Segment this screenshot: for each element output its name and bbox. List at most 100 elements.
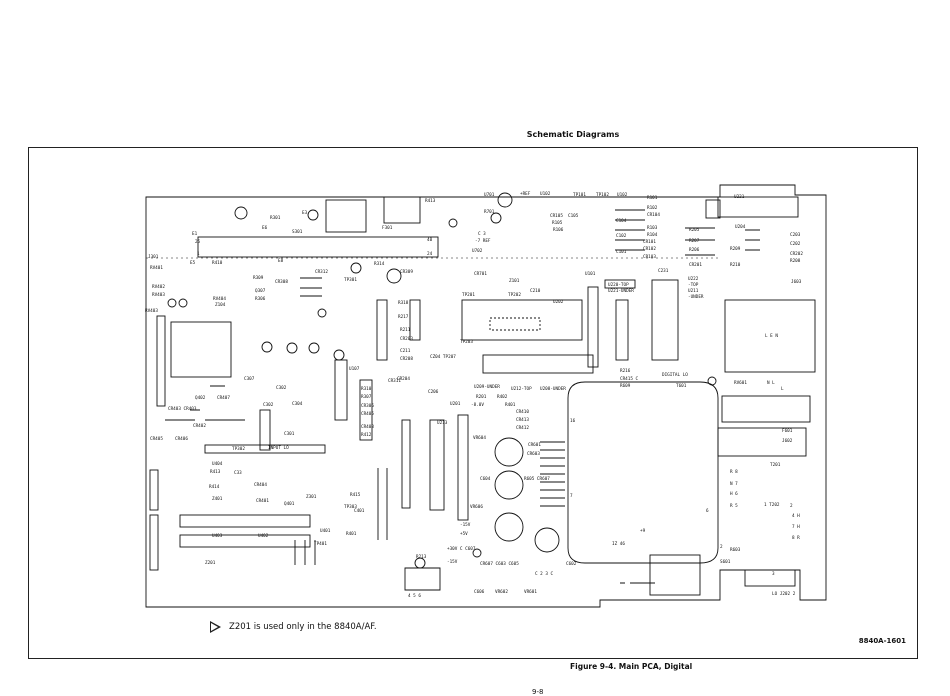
svg-text:25: 25 — [195, 239, 201, 245]
svg-text:R206: R206 — [689, 247, 700, 253]
svg-text:T601: T601 — [676, 383, 687, 389]
svg-text:TP201: TP201 — [462, 292, 475, 298]
svg-text:Z401: Z401 — [212, 496, 223, 502]
svg-text:Q401: Q401 — [284, 501, 295, 507]
svg-text:U211: U211 — [688, 288, 699, 294]
svg-text:C602: C602 — [566, 561, 577, 567]
svg-text:Z101: Z101 — [509, 278, 520, 284]
svg-text:F601: F601 — [782, 428, 793, 434]
svg-text:INPUT LO: INPUT LO — [268, 445, 289, 451]
svg-text:2: 2 — [720, 544, 723, 550]
svg-text:R410: R410 — [212, 260, 223, 266]
svg-text:R101: R101 — [647, 195, 658, 201]
svg-text:R314: R314 — [374, 261, 385, 267]
svg-text:Z104: Z104 — [215, 302, 226, 308]
svg-text:R104: R104 — [647, 232, 658, 238]
svg-text:E1: E1 — [192, 231, 198, 237]
figure-caption: Figure 9-4. Main PCA, Digital — [570, 662, 693, 671]
svg-text:CR101: CR101 — [643, 239, 656, 245]
svg-text:R401: R401 — [346, 531, 357, 537]
svg-text:C210: C210 — [530, 288, 541, 294]
svg-text:C202: C202 — [790, 241, 801, 247]
svg-text:Q402: Q402 — [195, 395, 206, 401]
svg-text:-UNDER: -UNDER — [688, 294, 704, 300]
footnote-text: Z201 is used only in the 8840A/AF. — [229, 622, 377, 632]
svg-text:8 R: 8 R — [792, 535, 800, 541]
svg-text:CR607 C603 C605: CR607 C603 C605 — [480, 561, 519, 567]
svg-text:S601: S601 — [720, 559, 731, 565]
svg-text:C101: C101 — [616, 249, 627, 255]
svg-text:CR312: CR312 — [315, 269, 328, 275]
svg-text:CR601: CR601 — [528, 442, 541, 448]
svg-text:U209-UNDER: U209-UNDER — [474, 384, 500, 390]
svg-text:16: 16 — [570, 418, 576, 424]
svg-text:Z201: Z201 — [205, 560, 216, 566]
footnote: Z201 is used only in the 8840A/AF. — [210, 621, 377, 633]
svg-text:CR208: CR208 — [400, 356, 413, 362]
svg-text:4 H: 4 H — [792, 513, 800, 519]
svg-text:C606: C606 — [474, 589, 485, 595]
svg-text:CR405: CR405 — [361, 411, 374, 417]
svg-text:C33: C33 — [234, 470, 242, 476]
svg-text:Q307: Q307 — [255, 288, 266, 294]
svg-text:-7 REF: -7 REF — [475, 238, 491, 244]
svg-text:J301: J301 — [148, 254, 159, 260]
svg-text:+9: +9 — [640, 528, 646, 534]
svg-text:U102: U102 — [540, 191, 551, 197]
svg-text:CR308: CR308 — [275, 279, 288, 285]
svg-text:R415: R415 — [350, 492, 361, 498]
svg-text:-15V: -15V — [460, 522, 471, 528]
svg-text:CR404: CR404 — [254, 482, 267, 488]
svg-text:CR701: CR701 — [474, 271, 487, 277]
svg-text:R413: R413 — [425, 198, 436, 204]
svg-text:R310: R310 — [361, 386, 372, 392]
svg-text:E3: E3 — [302, 210, 308, 216]
svg-text:C302: C302 — [276, 385, 287, 391]
svg-text:R605 CR607: R605 CR607 — [524, 476, 550, 482]
svg-text:L E N: L E N — [765, 333, 778, 339]
svg-text:U212-TOP: U212-TOP — [511, 386, 532, 392]
svg-text:U208-UNDER: U208-UNDER — [540, 386, 566, 392]
svg-text:CR412: CR412 — [516, 425, 529, 431]
svg-text:CR407: CR407 — [217, 395, 230, 401]
svg-text:C 3: C 3 — [478, 231, 486, 237]
svg-text:4 5 6: 4 5 6 — [408, 593, 421, 599]
svg-text:J603: J603 — [791, 279, 802, 285]
svg-text:U403: U403 — [212, 533, 223, 539]
svg-text:R306: R306 — [255, 296, 266, 302]
svg-text:C 2 3 C: C 2 3 C — [535, 571, 554, 577]
svg-text:VR602: VR602 — [495, 589, 508, 595]
svg-text:U102: U102 — [617, 192, 628, 198]
svg-text:LO J202 2: LO J202 2 — [772, 591, 796, 597]
svg-text:R402: R402 — [497, 394, 508, 400]
svg-text:U220-TOP: U220-TOP — [608, 282, 629, 288]
svg-text:RV404: RV404 — [213, 296, 226, 302]
svg-text:U204: U204 — [735, 224, 746, 230]
svg-text:R207: R207 — [689, 238, 700, 244]
svg-text:R 5: R 5 — [730, 503, 738, 509]
svg-text:1 T202: 1 T202 — [764, 502, 780, 508]
svg-text:+30V C C607: +30V C C607 — [447, 546, 476, 552]
svg-text:R205: R205 — [689, 227, 700, 233]
svg-text:C304: C304 — [292, 401, 303, 407]
svg-text:RV601: RV601 — [734, 380, 747, 386]
svg-text:F301: F301 — [382, 225, 393, 231]
triangle-note-icon — [210, 621, 221, 633]
svg-text:CR311: CR311 — [388, 378, 401, 384]
svg-text:R701: R701 — [484, 209, 495, 215]
svg-text:R401: R401 — [505, 402, 516, 408]
svg-text:3: 3 — [772, 571, 775, 577]
svg-text:CR105: CR105 — [550, 213, 563, 219]
svg-text:R105: R105 — [552, 220, 563, 226]
svg-text:1: 1 — [197, 251, 200, 257]
svg-text:CR410: CR410 — [516, 409, 529, 415]
svg-text:-TOP: -TOP — [688, 282, 699, 288]
svg-text:2: 2 — [790, 503, 793, 509]
svg-text:R609: R609 — [620, 383, 631, 389]
svg-text:R201: R201 — [476, 394, 487, 400]
svg-text:R102: R102 — [647, 205, 658, 211]
svg-text:-8.0V: -8.0V — [471, 402, 484, 408]
svg-text:CR413: CR413 — [516, 417, 529, 423]
svg-text:CR203: CR203 — [400, 336, 413, 342]
